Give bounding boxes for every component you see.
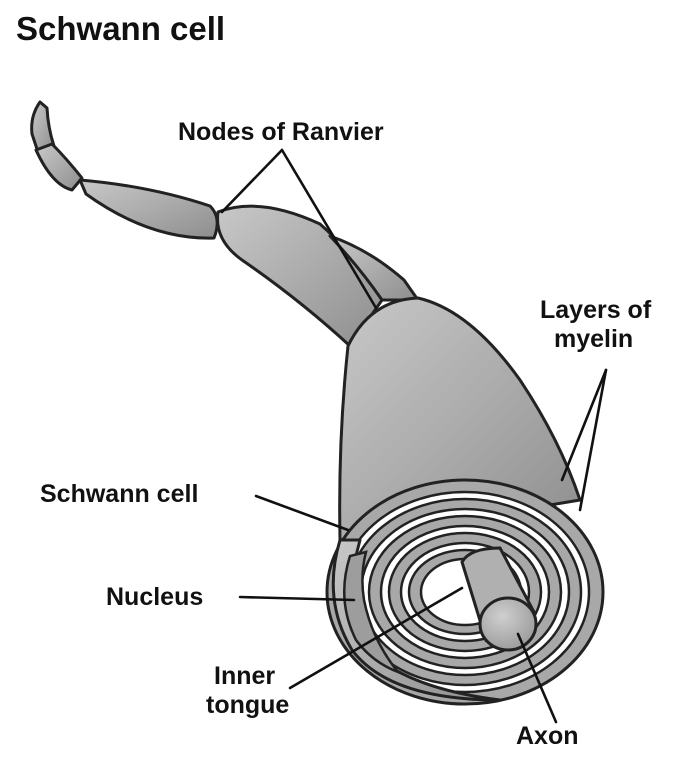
nodes-pointer-left <box>222 150 282 212</box>
label-schwann-cell: Schwann cell <box>40 480 198 509</box>
label-layers-of-myelin-line2: myelin <box>540 325 651 354</box>
axon-end <box>480 598 536 650</box>
myelin-pointer-2 <box>580 370 606 510</box>
myelin-rings <box>327 480 603 704</box>
label-axon: Axon <box>516 722 579 751</box>
schwann-cell-pointer <box>256 496 348 530</box>
myelin-pointer-1 <box>562 370 606 480</box>
label-nodes-of-ranvier: Nodes of Ranvier <box>178 118 384 147</box>
label-inner-tongue: Inner tongue <box>206 662 289 720</box>
distal-segment-1 <box>36 144 82 190</box>
label-inner-tongue-line2: tongue <box>206 691 289 720</box>
label-layers-of-myelin-line1: Layers of <box>540 296 651 325</box>
label-layers-of-myelin: Layers of myelin <box>540 296 651 354</box>
label-nucleus: Nucleus <box>106 583 203 612</box>
myelin-internode-1 <box>80 180 217 238</box>
label-inner-tongue-line1: Inner <box>206 662 289 691</box>
